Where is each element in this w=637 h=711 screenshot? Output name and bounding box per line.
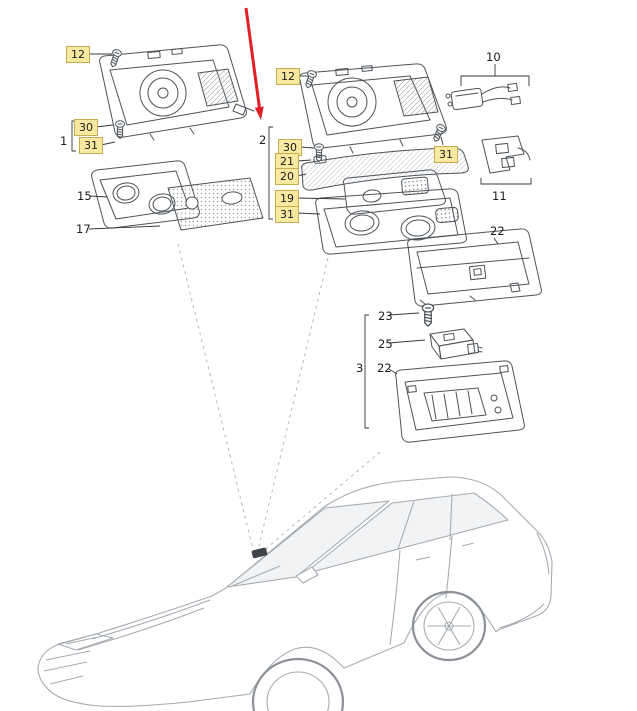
callout-15[interactable]: 15 — [77, 189, 92, 203]
leader-lines — [71, 53, 532, 429]
screw-30-right-drawing — [314, 143, 324, 162]
callout-10[interactable]: 10 — [486, 50, 501, 64]
callout-25[interactable]: 25 — [378, 337, 393, 351]
frame-22-drawing — [407, 228, 542, 307]
callout-22-frame[interactable]: 22 — [490, 224, 505, 238]
windshield — [226, 500, 390, 588]
callout-2[interactable]: 2 — [259, 133, 267, 147]
lens-17-drawing — [167, 177, 264, 231]
red-arrow — [244, 7, 264, 120]
headlight — [57, 633, 114, 651]
projection-lines — [177, 243, 381, 553]
callout-30-console1[interactable]: 30 — [74, 119, 98, 136]
callout-21[interactable]: 21 — [275, 153, 299, 170]
callout-17[interactable]: 17 — [76, 222, 91, 236]
part-2-console-drawing — [299, 63, 447, 154]
strip-20-drawing — [301, 147, 469, 191]
bracket-11-drawing — [481, 135, 531, 174]
side-windows — [303, 492, 509, 575]
roof-console-marker — [251, 547, 268, 559]
callout-19[interactable]: 19 — [275, 190, 299, 207]
callout-23[interactable]: 23 — [378, 309, 393, 323]
clip-drawing — [232, 103, 255, 116]
callout-31-console2[interactable]: 31 — [275, 206, 299, 223]
callout-20[interactable]: 20 — [275, 168, 299, 185]
mic-10-drawing — [445, 82, 522, 111]
callout-11[interactable]: 11 — [492, 189, 507, 203]
front-wheel — [251, 657, 345, 711]
callout-31-screw[interactable]: 31 — [434, 146, 458, 163]
callout-12-console1[interactable]: 12 — [66, 46, 90, 63]
rear-wheel — [411, 590, 487, 662]
callout-12-console2[interactable]: 12 — [276, 68, 300, 85]
car-drawing — [37, 476, 553, 711]
callout-31-console1[interactable]: 31 — [79, 137, 103, 154]
screw-12-left-drawing — [107, 48, 123, 69]
part-1-console-drawing — [99, 44, 247, 141]
side-mirror — [295, 566, 319, 584]
housing-22-drawing — [395, 360, 525, 443]
callout-1[interactable]: 1 — [60, 134, 68, 148]
callout-3[interactable]: 3 — [356, 361, 364, 375]
callout-22-housing[interactable]: 22 — [377, 361, 392, 375]
switch-25-drawing — [429, 328, 483, 360]
screw-23-drawing — [421, 303, 435, 327]
